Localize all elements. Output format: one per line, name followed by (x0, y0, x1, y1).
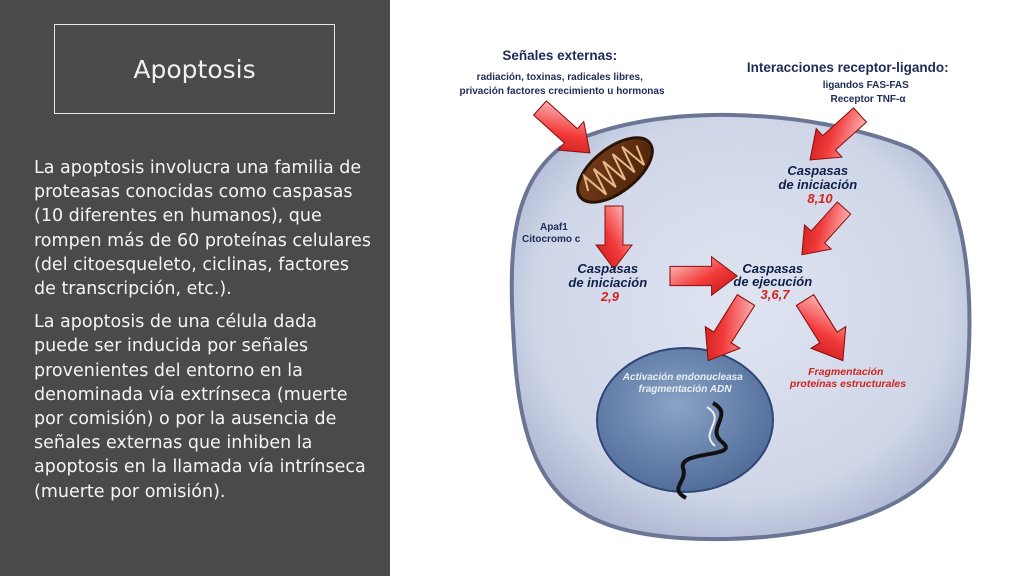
external-signals-line1: radiación, toxinas, radicales libres, (477, 72, 643, 83)
nucleus-line1: Activación endonucleasa (622, 372, 743, 383)
external-signals-heading: Señales externas: (502, 48, 617, 63)
paragraph-1: La apoptosis involucra una familia de pr… (34, 158, 372, 300)
receptor-heading: Interacciones receptor-ligando: (747, 60, 949, 75)
svg-text:Fragmentación proteínas es: Fragmentación proteínas estructurales (789, 362, 906, 390)
receptor-line2: Receptor TNF-α (830, 94, 906, 105)
fragment-line1: Fragmentación (808, 366, 883, 378)
mitochondrion-icon (576, 136, 654, 204)
svg-text:Caspasas de iniciación: Caspasas de iniciación 8,10 (778, 162, 861, 206)
svg-text:Caspasas de iniciación: Caspasas de iniciación 2,9 (568, 260, 651, 304)
svg-text:Señales externas: radiació: Señales externas: radiación, toxinas, ra… (459, 47, 664, 97)
apoptosis-diagram: Señales externas: radiación, toxinas, ra… (459, 47, 972, 542)
left-panel: Apoptosis La apoptosis involucra una fam… (0, 0, 390, 576)
title-box: Apoptosis (54, 24, 335, 114)
init-left-line2: de iniciación (568, 275, 647, 290)
svg-text:Activación endonucleasa fr: Activación endonucleasa fragmentación AD… (622, 367, 748, 395)
svg-text:Apaf1 Citocromo c: Apaf1 Citocromo c (522, 217, 581, 245)
exec-line2: de ejecución (733, 274, 812, 289)
init-left-line1: Caspasas (577, 261, 638, 276)
svg-text:Caspasas de ejecución: Caspasas de ejecución 3,6,7 (733, 260, 816, 302)
init-left-numbers: 2,9 (600, 289, 620, 304)
nucleus-line2: fragmentación ADN (639, 384, 733, 395)
body-text: La apoptosis involucra una familia de pr… (34, 156, 372, 513)
paragraph-2: La apoptosis de una célula dada puede se… (34, 312, 366, 502)
init-right-line1: Caspasas (787, 163, 848, 178)
slide-title: Apoptosis (133, 54, 256, 84)
dna-strand (676, 401, 728, 500)
apaf-label: Apaf1 (540, 222, 568, 233)
external-signals-line2: privación factores crecimiento u hormona… (459, 86, 664, 97)
cytochrome-label: Citocromo c (522, 234, 581, 245)
exec-line1: Caspasas (742, 261, 803, 276)
init-right-numbers: 8,10 (807, 191, 833, 206)
exec-numbers: 3,6,7 (761, 287, 791, 302)
receptor-line1: ligandos FAS-FAS (823, 80, 909, 91)
init-right-line2: de iniciación (778, 177, 857, 192)
svg-text:Interacciones receptor-ligando: Interacciones receptor-ligando: ligandos… (747, 59, 953, 105)
nucleus (596, 347, 774, 493)
fragment-line2: proteínas estructurales (789, 378, 906, 390)
